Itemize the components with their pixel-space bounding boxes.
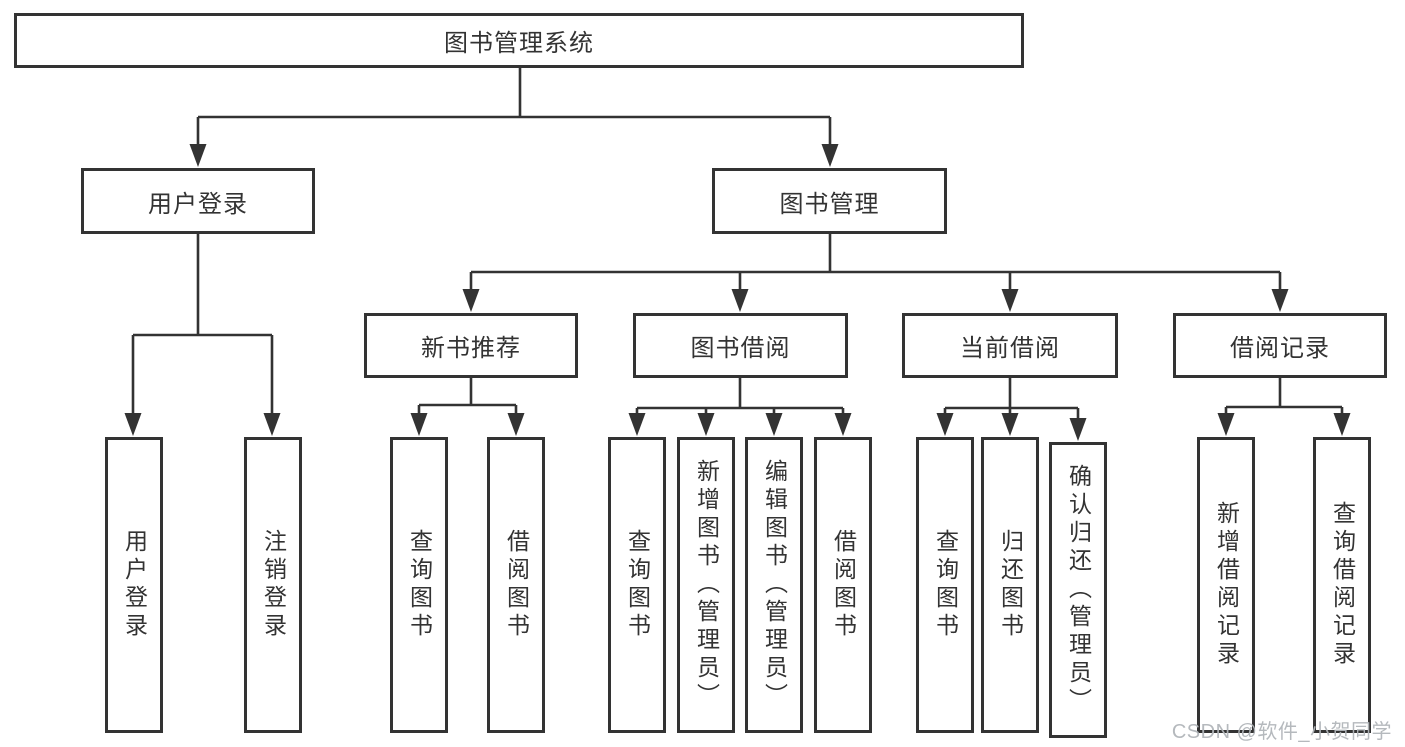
leaf-confirm-return-admin: 确认归还（管理员） (1049, 442, 1107, 738)
node-borrow-records: 借阅记录 (1173, 313, 1387, 378)
leaf-edit-books-admin: 编辑图书（管理员） (745, 437, 803, 733)
leaf-query-books-recommend-label: 查询图书 (406, 529, 433, 641)
node-book-management-label: 图书管理 (779, 190, 880, 218)
leaf-borrow-books-recommend-label: 借阅图书 (503, 529, 530, 641)
node-current-borrow: 当前借阅 (902, 313, 1118, 378)
leaf-edit-books-admin-label: 编辑图书（管理员） (761, 459, 788, 711)
connector-new-book (417, 378, 518, 415)
leaf-user-login: 用户登录 (105, 437, 163, 733)
connector-current-borrow (943, 378, 1080, 420)
leaf-add-borrow-record: 新增借阅记录 (1197, 437, 1255, 733)
leaf-query-books-current-label: 查询图书 (932, 529, 959, 641)
node-new-book-recommend-label: 新书推荐 (421, 335, 521, 362)
leaf-return-books-label: 归还图书 (997, 529, 1024, 641)
node-book-management: 图书管理 (712, 168, 947, 234)
node-root-label: 图书管理系统 (444, 30, 594, 57)
csdn-watermark: CSDN @软件_小贺同学 (1171, 721, 1392, 743)
leaf-query-borrow-record: 查询借阅记录 (1313, 437, 1371, 733)
leaf-add-books-admin-label: 新增图书（管理员） (693, 459, 720, 711)
connector-book-borrow (635, 378, 845, 415)
connector-borrow-records (1224, 378, 1344, 415)
leaf-logout: 注销登录 (244, 437, 302, 733)
leaf-query-books-recommend: 查询图书 (390, 437, 448, 733)
node-current-borrow-label: 当前借阅 (960, 335, 1060, 362)
leaf-logout-label: 注销登录 (260, 529, 287, 641)
leaf-query-books-current: 查询图书 (916, 437, 974, 733)
connector-user-login (131, 234, 274, 415)
leaf-borrow-books-label: 借阅图书 (830, 529, 857, 641)
leaf-confirm-return-admin-label: 确认归还（管理员） (1065, 464, 1092, 716)
arrowheads (124, 144, 1351, 441)
node-borrow-records-label: 借阅记录 (1230, 335, 1330, 362)
leaf-add-borrow-record-label: 新增借阅记录 (1213, 501, 1240, 669)
connector-book-management (469, 234, 1282, 291)
node-root: 图书管理系统 (14, 13, 1024, 68)
leaf-add-books-admin: 新增图书（管理员） (677, 437, 735, 733)
node-book-borrow-label: 图书借阅 (690, 335, 791, 362)
node-book-borrow: 图书借阅 (633, 313, 848, 378)
leaf-borrow-books-recommend: 借阅图书 (487, 437, 545, 733)
node-new-book-recommend: 新书推荐 (364, 313, 578, 378)
leaf-borrow-books: 借阅图书 (814, 437, 872, 733)
leaf-return-books: 归还图书 (981, 437, 1039, 733)
node-user-login: 用户登录 (81, 168, 315, 234)
node-user-login-label: 用户登录 (148, 190, 248, 218)
leaf-query-books-borrow-label: 查询图书 (624, 529, 651, 641)
connector-root (196, 68, 832, 146)
leaf-query-books-borrow: 查询图书 (608, 437, 666, 733)
leaf-query-borrow-record-label: 查询借阅记录 (1329, 501, 1356, 669)
leaf-user-login-label: 用户登录 (121, 529, 148, 641)
